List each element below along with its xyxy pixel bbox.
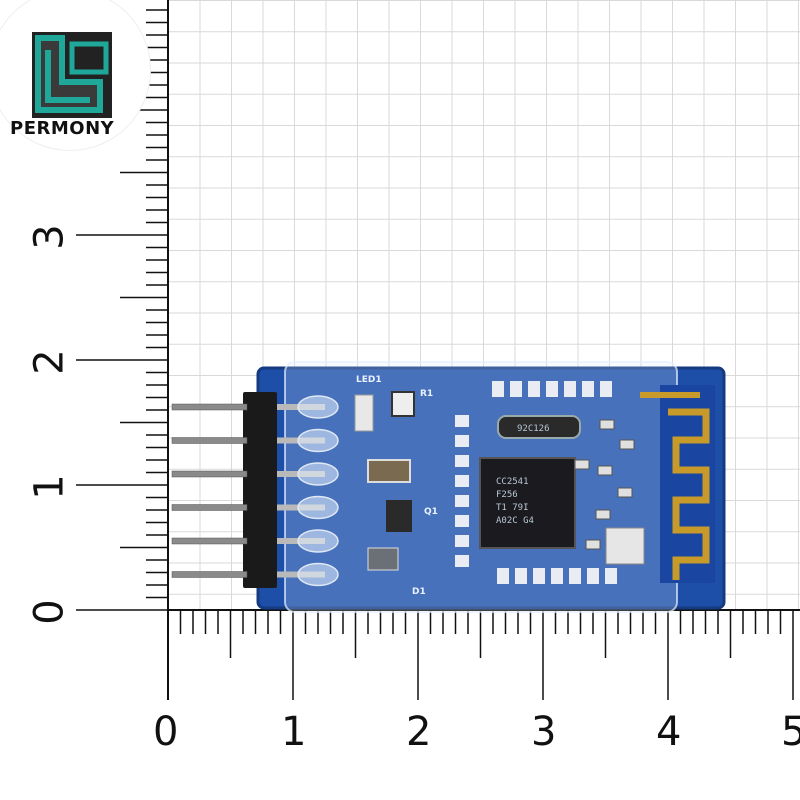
y-tick-3: 3 — [26, 224, 73, 250]
solder-pad — [564, 381, 576, 397]
resistor-r1 — [391, 391, 415, 417]
solder-pad — [528, 381, 540, 397]
solder-pad — [551, 568, 563, 584]
pcb-antenna — [640, 385, 715, 583]
header-pin — [171, 437, 248, 444]
solder-pad — [497, 568, 509, 584]
smd-component — [597, 465, 613, 476]
solder-joint — [297, 462, 339, 486]
solder-pad — [569, 568, 581, 584]
header-pin — [171, 504, 248, 511]
solder-pad — [533, 568, 545, 584]
smd-component — [574, 459, 590, 470]
header-pin — [171, 571, 248, 578]
x-tick-2: 2 — [406, 709, 432, 755]
solder-pad — [455, 455, 469, 467]
solder-joint — [297, 529, 339, 553]
y-tick-1: 1 — [26, 474, 73, 500]
header-pin — [171, 470, 248, 478]
x-tick-1: 1 — [281, 709, 307, 755]
label-r1: R1 — [420, 389, 433, 399]
solder-pad — [492, 381, 504, 397]
transistor-q1 — [386, 500, 412, 532]
solder-pad — [455, 495, 469, 507]
led-1 — [354, 394, 374, 432]
solder-pad — [510, 381, 522, 397]
y-tick-2: 2 — [26, 349, 73, 375]
label-led1: LED1 — [356, 375, 382, 385]
solder-pad — [455, 475, 469, 487]
label-q1: Q1 — [424, 507, 438, 517]
chip-line-2: F256 — [496, 490, 518, 500]
crystal-label: 92C126 — [517, 424, 550, 434]
smd-component — [595, 509, 611, 520]
solder-joint — [297, 428, 339, 453]
solder-pad — [587, 568, 599, 584]
smd-component — [585, 539, 601, 550]
pin-header — [171, 392, 339, 588]
smd-component — [599, 419, 615, 430]
solder-pad — [582, 381, 594, 397]
brand-logo: PERMONY — [0, 0, 150, 150]
smd-component — [617, 487, 633, 498]
diode-d1 — [367, 547, 399, 571]
smd-component — [619, 439, 635, 450]
solder-pad — [515, 568, 527, 584]
solder-pad — [546, 381, 558, 397]
header-pin — [171, 403, 248, 411]
solder-joint — [297, 395, 339, 419]
x-tick-5: 5 — [781, 709, 800, 755]
solder-pad — [455, 415, 469, 427]
inductor — [605, 527, 645, 565]
solder-pad — [455, 535, 469, 547]
solder-joint — [297, 495, 339, 520]
brand-name: PERMONY — [10, 118, 115, 139]
chip-line-3: T1 79I — [496, 503, 529, 513]
solder-joint — [297, 562, 339, 587]
header-housing — [243, 392, 277, 588]
solder-pad — [455, 555, 469, 567]
x-tick-4: 4 — [656, 709, 682, 755]
crystal-oscillator: 92C126 — [497, 415, 581, 439]
solder-pad — [600, 381, 612, 397]
solder-pad — [605, 568, 617, 584]
header-pin — [171, 537, 248, 545]
x-tick-0: 0 — [153, 709, 179, 755]
main-chip: CC2541 F256 T1 79I A02C G4 — [479, 457, 576, 549]
x-tick-3: 3 — [531, 709, 557, 755]
solder-pad — [455, 515, 469, 527]
logo-mark-icon — [32, 32, 112, 118]
chip-line-1: CC2541 — [496, 477, 529, 487]
chip-line-4: A02C G4 — [496, 516, 534, 526]
ruler — [76, 0, 800, 700]
label-d1: D1 — [412, 587, 426, 597]
capacitor — [367, 459, 411, 483]
y-tick-0: 0 — [26, 599, 73, 625]
solder-pad — [455, 435, 469, 447]
bluetooth-module: CC2541 F256 T1 79I A02C G4 92C126 LED1 R… — [171, 361, 726, 613]
